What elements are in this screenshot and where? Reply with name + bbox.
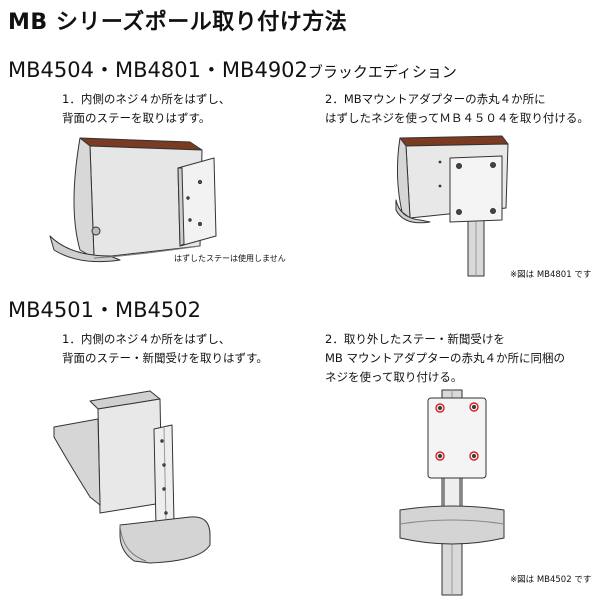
section2-step1-line1: 1．内側のネジ４か所をはずし、 [62, 332, 231, 346]
section2-step2-line1: 2．取り外したステー・新聞受けを [325, 332, 505, 346]
illustration-mailbox-stay-removal [49, 137, 217, 263]
section1-step1-line2: 背面のステーを取りはずす。 [62, 111, 211, 125]
section2-step1-text: 1．内側のネジ４か所をはずし、 背面のステー・新聞受けを取りはずす。 [62, 330, 268, 368]
illustration-mb4501-removal [53, 390, 211, 564]
section1-heading-models: MB4504・MB4801・MB4902 [8, 58, 308, 82]
section2-step2-line3: ネジを使って取り付ける。 [325, 370, 463, 384]
section2-step2-line2: MB マウントアダプターの赤丸４か所に同梱の [325, 351, 565, 365]
illustration-mb4502-on-pole [399, 389, 505, 596]
section1-step2-line1: 2．MBマウントアダプターの赤丸４か所に [325, 92, 546, 106]
section1-step1-text: 1．内側のネジ４か所をはずし、 背面のステーを取りはずす。 [62, 90, 230, 128]
section2-step1-line2: 背面のステー・新聞受けを取りはずす。 [62, 351, 268, 365]
section1-step1-line1: 1．内側のネジ４か所をはずし、 [62, 92, 231, 106]
section1-step2-note: ※図は MB4801 です [510, 270, 592, 280]
section2-step2-text: 2．取り外したステー・新聞受けを MB マウントアダプターの赤丸４か所に同梱の … [325, 330, 565, 387]
section1-heading: MB4504・MB4801・MB4902ブラックエディション [8, 54, 457, 84]
section1-step2-text: 2．MBマウントアダプターの赤丸４か所に はずしたネジを使ってＭＢ４５０４を取り… [325, 90, 589, 128]
section1-heading-edition: ブラックエディション [307, 63, 457, 81]
page-title: MB シリーズポール取り付け方法 [8, 10, 348, 35]
illustration-mailbox-on-pole [395, 135, 509, 277]
section1-step1-note: はずしたステーは使用しません [174, 254, 286, 263]
section2-step2-note: ※図は MB4502 です [510, 575, 592, 585]
section2-heading: MB4501・MB4502 [8, 298, 201, 322]
section1-step2-line2: はずしたネジを使ってＭＢ４５０４を取り付ける。 [325, 111, 589, 125]
